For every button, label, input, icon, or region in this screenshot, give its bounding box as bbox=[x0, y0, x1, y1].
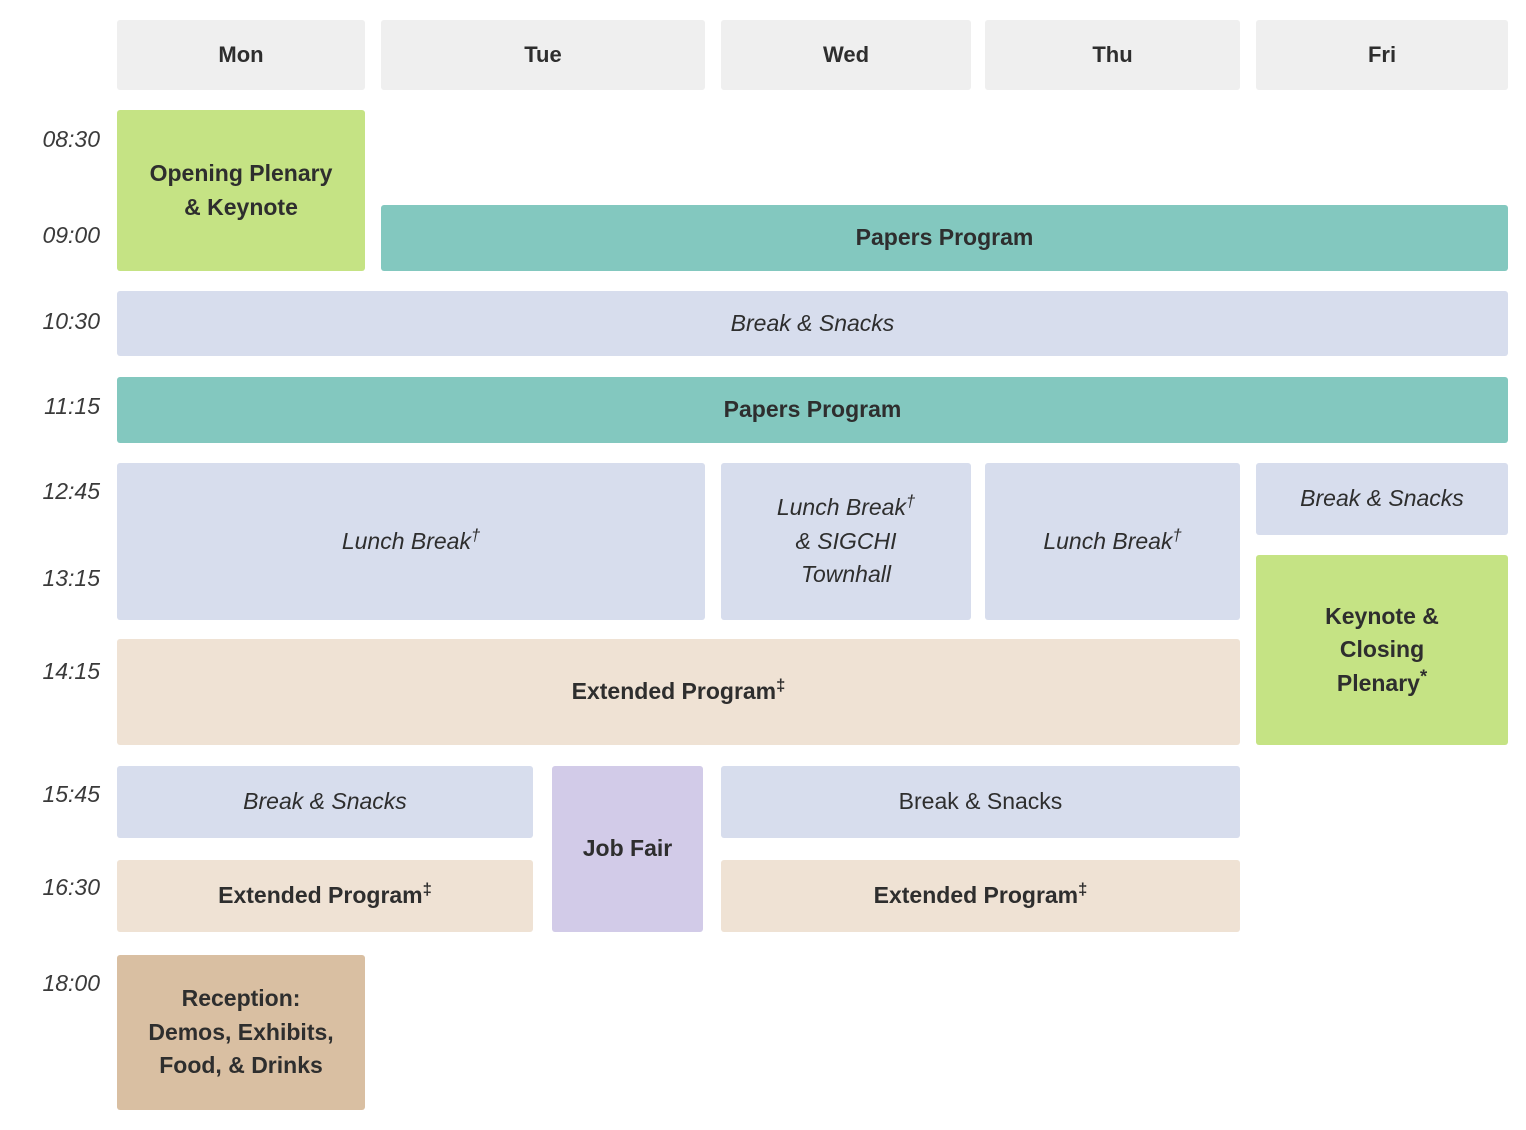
day-header-mon: Mon bbox=[117, 20, 365, 90]
day-header-tue: Tue bbox=[381, 20, 705, 90]
session-keynote-closing-line3: Plenary* bbox=[1336, 665, 1428, 696]
session-reception-line1: Reception: bbox=[181, 985, 301, 1012]
day-header-mon-label: Mon bbox=[218, 42, 264, 67]
session-keynote-closing-line2: Closing bbox=[1339, 636, 1425, 663]
session-lunch-break-wed-line2: & SIGCHI bbox=[795, 527, 897, 554]
time-label-1545: 15:45 bbox=[42, 781, 100, 807]
session-extended-program-wed-thu-1630-label: Extended Program‡ bbox=[873, 879, 1088, 909]
day-header-wed: Wed bbox=[721, 20, 971, 90]
time-label-1115: 11:15 bbox=[44, 393, 100, 419]
session-lunch-break-thu-label: Lunch Break† bbox=[1043, 525, 1182, 554]
day-header-wed-label: Wed bbox=[822, 42, 870, 67]
time-label-1415: 14:15 bbox=[42, 658, 100, 684]
time-label-1030: 10:30 bbox=[42, 308, 100, 334]
session-break-snacks-wed-thu-1545-label: Break & Snacks bbox=[898, 788, 1063, 815]
session-extended-program-mon-1630[interactable]: Extended Program‡ bbox=[117, 860, 533, 932]
session-papers-program-1115[interactable]: Papers Program bbox=[117, 377, 1508, 443]
double-dagger-mark: ‡ bbox=[1078, 879, 1088, 899]
day-header-thu-label: Thu bbox=[1092, 42, 1133, 67]
session-extended-program-1415[interactable]: Extended Program‡ bbox=[117, 639, 1240, 745]
time-label-1800: 18:00 bbox=[42, 970, 100, 996]
dagger-mark: † bbox=[905, 491, 916, 511]
session-reception-line3: Food, & Drinks bbox=[159, 1052, 323, 1079]
day-header-fri: Fri bbox=[1256, 20, 1508, 90]
session-papers-program-morning-label: Papers Program bbox=[855, 224, 1034, 251]
session-lunch-break-mon-tue-label: Lunch Break† bbox=[341, 525, 481, 554]
session-break-snacks-1030[interactable]: Break & Snacks bbox=[117, 291, 1508, 356]
session-extended-program-mon-1630-label: Extended Program‡ bbox=[218, 879, 432, 909]
session-break-snacks-mon-1545-label: Break & Snacks bbox=[243, 788, 407, 815]
time-label-1315: 13:15 bbox=[42, 565, 100, 591]
session-papers-program-1115-label: Papers Program bbox=[723, 396, 902, 423]
time-label-1245: 12:45 bbox=[42, 478, 100, 504]
time-label-1630: 16:30 bbox=[42, 874, 100, 900]
time-label-0900: 09:00 bbox=[42, 222, 100, 248]
session-job-fair-label: Job Fair bbox=[582, 835, 673, 862]
dagger-mark: † bbox=[470, 525, 481, 545]
session-extended-program-1415-label: Extended Program‡ bbox=[571, 675, 786, 705]
double-dagger-mark: ‡ bbox=[422, 879, 432, 899]
session-break-snacks-fri-1245[interactable]: Break & Snacks bbox=[1256, 463, 1508, 535]
day-header-thu: Thu bbox=[985, 20, 1240, 90]
session-lunch-break-mon-tue[interactable]: Lunch Break† bbox=[117, 463, 705, 620]
session-opening-plenary-line2: & Keynote bbox=[184, 193, 298, 220]
session-lunch-break-sigchi-townhall-wed[interactable]: Lunch Break† & SIGCHI Townhall bbox=[721, 463, 971, 620]
session-reception[interactable]: Reception: Demos, Exhibits, Food, & Drin… bbox=[117, 955, 365, 1110]
dagger-mark: † bbox=[1172, 525, 1182, 545]
session-keynote-closing-plenary[interactable]: Keynote & Closing Plenary* bbox=[1256, 555, 1508, 745]
session-keynote-closing-line1: Keynote & bbox=[1325, 602, 1439, 629]
session-break-snacks-1030-label: Break & Snacks bbox=[730, 309, 895, 336]
session-opening-plenary-line1: Opening Plenary bbox=[149, 160, 333, 187]
session-break-snacks-mon-1545[interactable]: Break & Snacks bbox=[117, 766, 533, 838]
session-break-snacks-wed-thu-1545[interactable]: Break & Snacks bbox=[721, 766, 1240, 838]
double-dagger-mark: ‡ bbox=[776, 675, 786, 695]
session-reception-line2: Demos, Exhibits, bbox=[148, 1018, 334, 1045]
day-header-fri-label: Fri bbox=[1367, 42, 1397, 67]
session-papers-program-morning[interactable]: Papers Program bbox=[381, 205, 1508, 271]
asterisk-mark: * bbox=[1419, 665, 1428, 687]
session-lunch-break-thu[interactable]: Lunch Break† bbox=[985, 463, 1240, 620]
time-label-0830: 08:30 bbox=[42, 126, 100, 152]
session-extended-program-wed-thu-1630[interactable]: Extended Program‡ bbox=[721, 860, 1240, 932]
session-opening-plenary[interactable]: Opening Plenary & Keynote bbox=[117, 110, 365, 271]
session-lunch-break-wed-line1: Lunch Break† bbox=[776, 491, 916, 521]
session-lunch-break-wed-line3: Townhall bbox=[801, 561, 891, 588]
day-header-tue-label: Tue bbox=[524, 42, 562, 67]
session-break-snacks-fri-label: Break & Snacks bbox=[1300, 485, 1464, 512]
session-job-fair[interactable]: Job Fair bbox=[552, 766, 703, 932]
